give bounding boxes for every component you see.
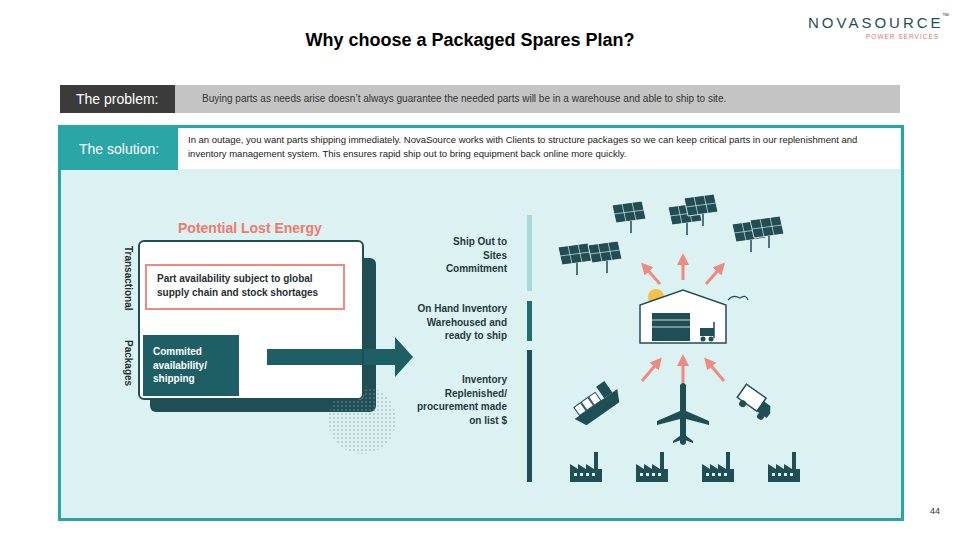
card-ground: [138, 240, 364, 400]
page-number: 44: [930, 506, 940, 516]
lost-energy-card: Potential Lost EnergyPart availability s…: [138, 240, 364, 400]
trademark: ™: [942, 12, 949, 19]
bar: [527, 301, 532, 341]
tier-label: Inventory Replenished/ procurement made …: [405, 373, 507, 427]
slide-title: Why choose a Packaged Spares Plan?: [0, 30, 940, 51]
header-strip: [178, 127, 900, 169]
risk-box: Part availability subject to global supp…: [145, 264, 345, 310]
logo-text: NOVASOURCE: [808, 14, 944, 31]
node-heading: The problem:: [60, 85, 175, 113]
package-box: Commited availability/ shipping: [143, 335, 239, 396]
node-heading: Potential Lost Energy: [178, 220, 322, 236]
tier-label: On Hand Inventory Warehoused and ready t…: [405, 302, 507, 343]
side-label: Packages: [123, 340, 134, 386]
node-body: In an outage, you want parts shipping im…: [188, 133, 893, 161]
node-heading: Part availability subject to global supp…: [157, 272, 333, 299]
node-body: Buying parts as needs arise doesn’t alwa…: [202, 85, 726, 113]
node-heading: The solution:: [61, 128, 178, 170]
side-label: Transactional: [123, 246, 134, 310]
bar: [527, 215, 532, 291]
node-heading: Commited availability/ shipping: [153, 345, 229, 386]
logo-subtitle: POWER SERVICES: [866, 33, 939, 40]
bar: [527, 350, 532, 482]
flow-arrow: [267, 337, 413, 377]
panel-ground: [59, 126, 903, 521]
tier-label: Ship Out to Sites Commitment: [427, 235, 507, 276]
problem-band: The problem: Buying parts as needs arise …: [60, 85, 900, 113]
